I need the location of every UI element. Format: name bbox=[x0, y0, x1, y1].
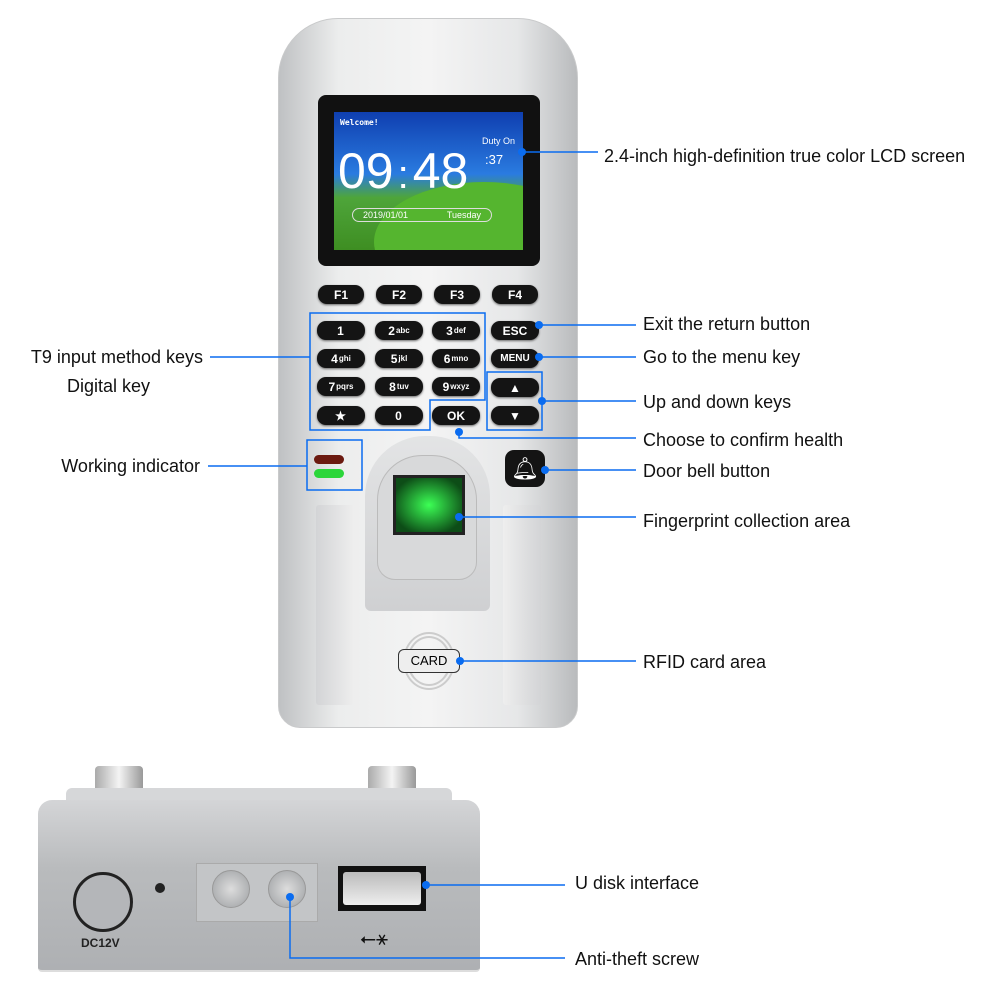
reset-hole bbox=[155, 883, 165, 893]
key-digit: 7 bbox=[328, 379, 336, 394]
fingerprint-sensor[interactable] bbox=[393, 475, 465, 535]
key-letters: abc bbox=[395, 326, 410, 335]
keypad-key[interactable]: 1 bbox=[317, 321, 365, 340]
callout-digital: Digital key bbox=[67, 376, 151, 396]
key-digit: 5 bbox=[390, 351, 398, 366]
menu-key[interactable]: MENU bbox=[491, 349, 539, 368]
callout-ok: Choose to confirm health bbox=[643, 430, 844, 450]
ok-key[interactable]: OK bbox=[432, 406, 480, 425]
key-digit: 2 bbox=[388, 323, 395, 338]
callout-rfid: RFID card area bbox=[643, 652, 767, 672]
key-letters: pqrs bbox=[336, 382, 354, 391]
key-letters: mno bbox=[451, 354, 469, 363]
date: 2019/01/01 bbox=[363, 210, 409, 220]
key-letters: def bbox=[453, 326, 466, 335]
greeting: Welcome! bbox=[340, 118, 379, 127]
f2-key[interactable]: F2 bbox=[376, 285, 422, 304]
clock-minutes: 48 bbox=[412, 143, 469, 199]
bell-icon[interactable]: 🔔︎ bbox=[505, 450, 545, 487]
side-rail-right bbox=[503, 505, 541, 705]
side-rail-left bbox=[316, 505, 354, 705]
callout-lcd: 2.4-inch high-definition true color LCD … bbox=[604, 146, 966, 166]
keypad-key[interactable]: ★ bbox=[317, 406, 365, 425]
key-digit: 6 bbox=[443, 351, 451, 366]
red-led bbox=[314, 455, 344, 464]
esc-key[interactable]: ESC bbox=[491, 321, 539, 340]
duty-status: Duty On bbox=[482, 136, 516, 146]
weekday: Tuesday bbox=[446, 210, 481, 220]
clock-seconds: :37 bbox=[485, 152, 504, 167]
down-key[interactable]: ▼ bbox=[491, 406, 539, 425]
anti-theft-screw bbox=[268, 870, 306, 908]
card-label: CARD bbox=[398, 649, 460, 673]
power-label: DC12V bbox=[81, 936, 120, 950]
clock-hours: 09 bbox=[338, 143, 394, 199]
key-digit: 9 bbox=[442, 379, 450, 394]
lcd-screen: Welcome! Duty On 09 : 48 :37 2019/01/01 … bbox=[334, 112, 523, 250]
callout-updown: Up and down keys bbox=[643, 392, 792, 412]
usb-icon: ⭠⚹ bbox=[360, 928, 388, 950]
key-digit: ★ bbox=[335, 408, 346, 423]
f1-key[interactable]: F1 bbox=[318, 285, 364, 304]
f4-key[interactable]: F4 bbox=[492, 285, 538, 304]
usb-port[interactable] bbox=[338, 866, 426, 911]
callout-esc: Exit the return button bbox=[643, 314, 811, 334]
callout-usb: U disk interface bbox=[575, 873, 700, 893]
callout-menu: Go to the menu key bbox=[643, 347, 801, 367]
key-letters: jkl bbox=[398, 354, 408, 363]
key-letters: ghi bbox=[338, 354, 351, 363]
key-digit: 4 bbox=[331, 351, 338, 366]
callout-screw: Anti-theft screw bbox=[575, 949, 700, 969]
power-jack bbox=[73, 872, 133, 932]
clock-colon: : bbox=[397, 153, 409, 197]
key-digit: 3 bbox=[446, 323, 453, 338]
up-key[interactable]: ▲ bbox=[491, 378, 539, 397]
green-led bbox=[314, 469, 344, 478]
callout-fingerprint: Fingerprint collection area bbox=[643, 511, 851, 531]
callout-bell: Door bell button bbox=[643, 461, 771, 481]
screw-left bbox=[212, 870, 250, 908]
key-digit: 0 bbox=[395, 408, 402, 423]
callout-indicator: Working indicator bbox=[61, 456, 200, 476]
keypad-key[interactable]: 0 bbox=[375, 406, 423, 425]
key-letters: tuv bbox=[396, 382, 409, 391]
key-letters: wxyz bbox=[450, 382, 470, 391]
key-digit: 8 bbox=[389, 379, 396, 394]
f3-key[interactable]: F3 bbox=[434, 285, 480, 304]
key-digit: 1 bbox=[337, 323, 344, 338]
callout-t9: T9 input method keys bbox=[30, 347, 203, 367]
